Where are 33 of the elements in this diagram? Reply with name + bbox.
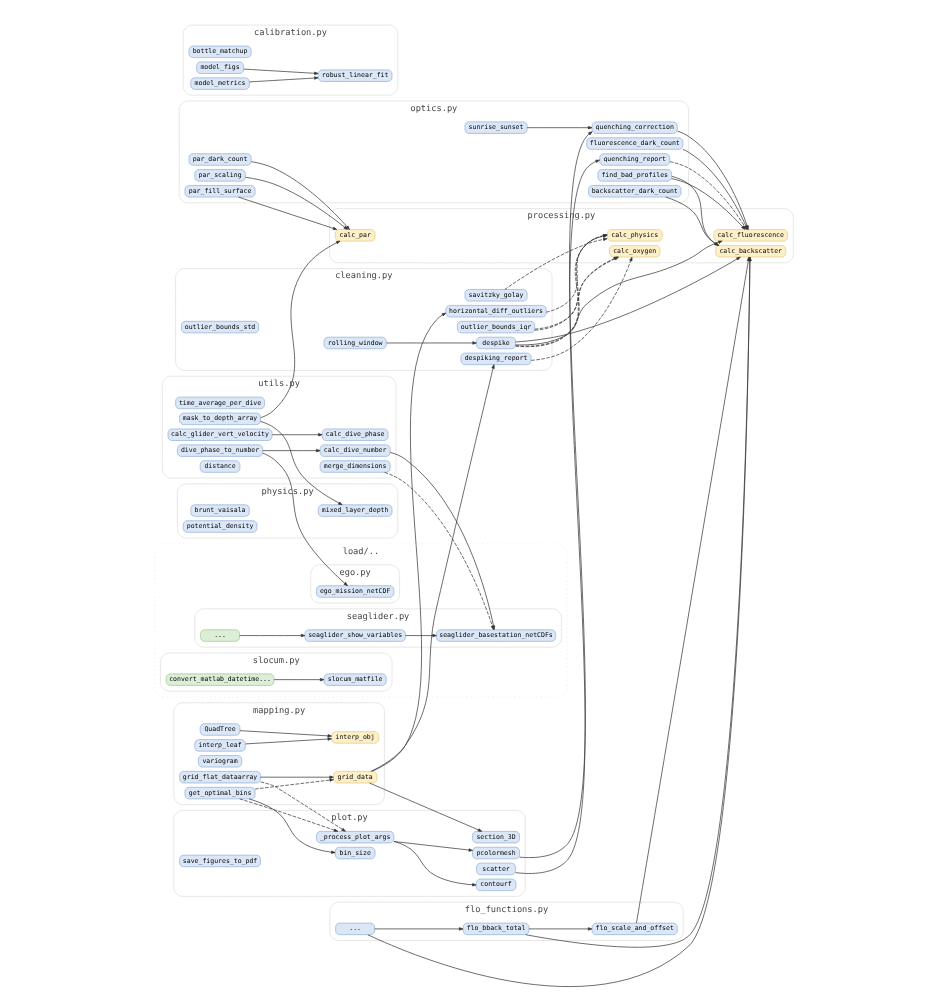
arrow	[371, 312, 447, 772]
arrow	[239, 633, 306, 638]
arrow	[515, 159, 600, 874]
arrow	[534, 234, 608, 331]
arrow	[243, 68, 319, 75]
arrow	[393, 841, 473, 852]
arrow	[545, 234, 608, 313]
arrow	[273, 678, 325, 682]
arrow	[254, 778, 334, 790]
arrow	[369, 782, 483, 832]
arrow	[262, 452, 348, 587]
arrow	[393, 841, 477, 887]
arrow	[238, 196, 338, 230]
arrow	[526, 126, 593, 130]
arrow	[528, 927, 593, 931]
arrow	[271, 433, 323, 437]
arrow	[245, 176, 348, 230]
arrow	[260, 781, 346, 832]
arrow	[515, 234, 608, 348]
arrow	[374, 927, 464, 931]
arrow	[239, 730, 332, 738]
arrow	[262, 449, 321, 453]
arrow	[239, 798, 339, 832]
arrow	[245, 737, 332, 745]
arrow	[260, 775, 334, 779]
arrow	[386, 341, 477, 345]
arrow	[249, 76, 319, 83]
arrow	[260, 240, 341, 419]
arrow	[519, 131, 593, 858]
arrow	[251, 161, 350, 230]
arrow	[260, 421, 343, 506]
arrow	[405, 633, 437, 638]
arrow	[248, 798, 336, 854]
